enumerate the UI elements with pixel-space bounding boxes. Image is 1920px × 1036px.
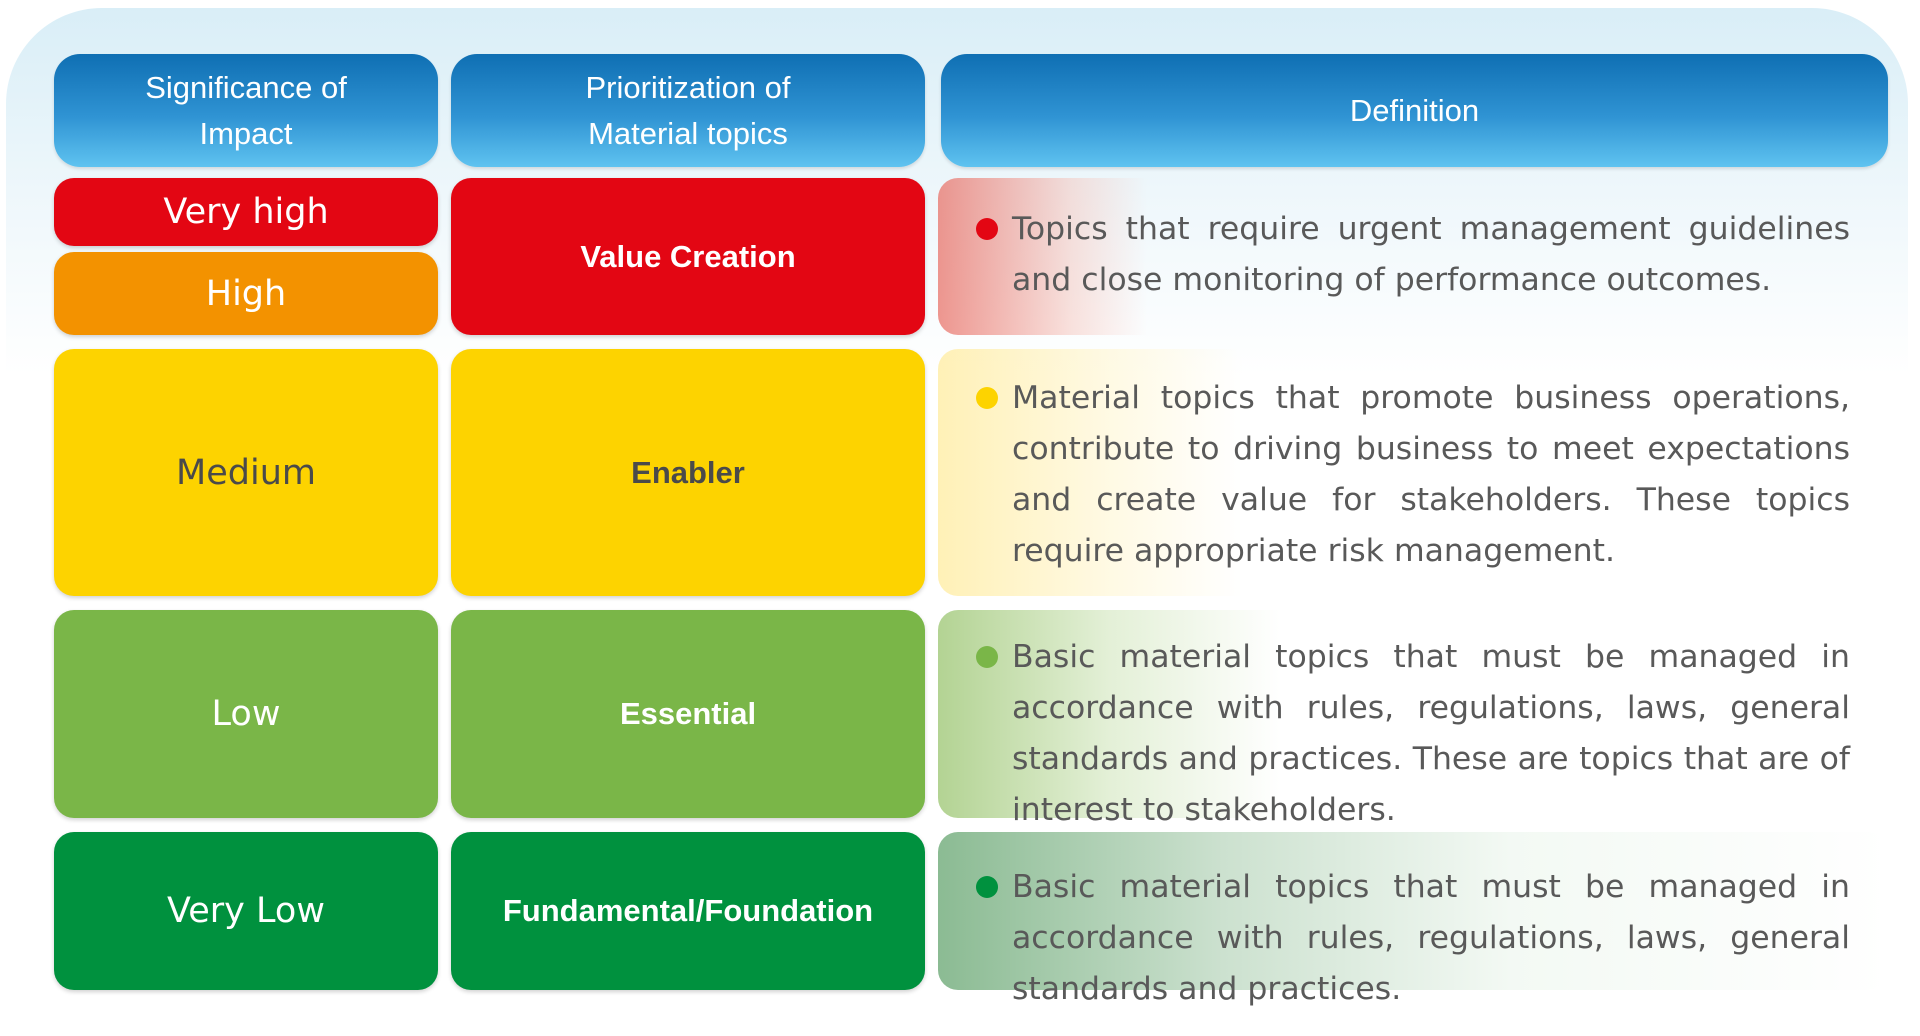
definition-enabler: Material topics that promote business op… [938, 349, 1888, 596]
priority-enabler-label: Enabler [631, 454, 745, 490]
impact-very-low-label: Very Low [167, 891, 325, 931]
priority-value-creation-label: Value Creation [580, 238, 796, 274]
priority-fundamental-label: Fundamental/Foundation [502, 893, 874, 928]
bullet-dark-green-icon [976, 876, 998, 898]
definition-essential: Basic material topics that must be manag… [938, 610, 1888, 828]
impact-low-label: Low [211, 694, 281, 734]
impact-very-low: Very Low [54, 832, 438, 990]
definition-essential-text: Basic material topics that must be manag… [1012, 639, 1850, 828]
impact-high: High [54, 252, 438, 335]
priority-fundamental: Fundamental/Foundation [451, 832, 925, 990]
definition-value-creation: Topics that require urgent management gu… [938, 178, 1888, 335]
header-significance-of-impact: Significance of Impact [54, 54, 438, 167]
header-priority-line1: Prioritization of [585, 69, 791, 105]
header-prioritization: Prioritization of Material topics [451, 54, 925, 167]
definition-value-creation-text: Topics that require urgent management gu… [1012, 211, 1850, 298]
priority-value-creation: Value Creation [451, 178, 925, 335]
impact-medium: Medium [54, 349, 438, 596]
bullet-yellow-icon [976, 387, 998, 409]
header-impact-line2: Impact [199, 115, 293, 151]
header-definition-label: Definition [1349, 92, 1480, 128]
header-definition: Definition [941, 54, 1888, 167]
bullet-light-green-icon [976, 646, 998, 668]
impact-medium-label: Medium [176, 452, 316, 493]
header-priority-line2: Material topics [588, 115, 788, 151]
definition-fundamental-text: Basic material topics that must be manag… [1012, 869, 1850, 1007]
definition-fundamental: Basic material topics that must be manag… [938, 832, 1888, 1007]
bullet-red-icon [976, 218, 998, 240]
definition-enabler-text: Material topics that promote business op… [1012, 380, 1850, 569]
priority-enabler: Enabler [451, 349, 925, 596]
impact-low: Low [54, 610, 438, 818]
header-impact-line1: Significance of [145, 69, 347, 105]
impact-very-high-label: Very high [163, 192, 329, 232]
priority-essential: Essential [451, 610, 925, 818]
priority-essential-label: Essential [619, 696, 757, 731]
impact-very-high: Very high [54, 178, 438, 246]
impact-high-label: High [205, 273, 287, 314]
